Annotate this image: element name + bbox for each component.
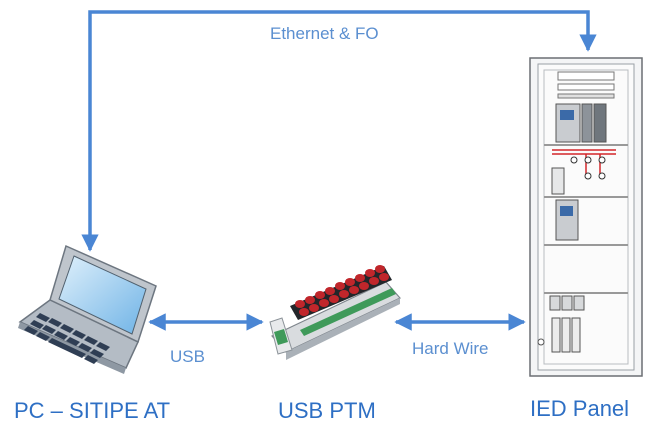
ethernet-fo-connector <box>81 10 597 252</box>
edge-label-usb: USB <box>170 347 205 366</box>
node-label-usb-ptm: USB PTM <box>278 398 376 423</box>
usb-ptm-device-icon <box>269 265 401 360</box>
node-label-ied-panel: IED Panel <box>530 396 630 421</box>
edge-label-hard-wire: Hard Wire <box>412 339 489 358</box>
node-label-pc: PC – SITIPE AT <box>14 398 171 423</box>
edge-label-ethernet-fo: Ethernet & FO <box>270 24 379 43</box>
ied-panel-icon <box>529 57 643 377</box>
laptop-icon <box>18 244 157 374</box>
